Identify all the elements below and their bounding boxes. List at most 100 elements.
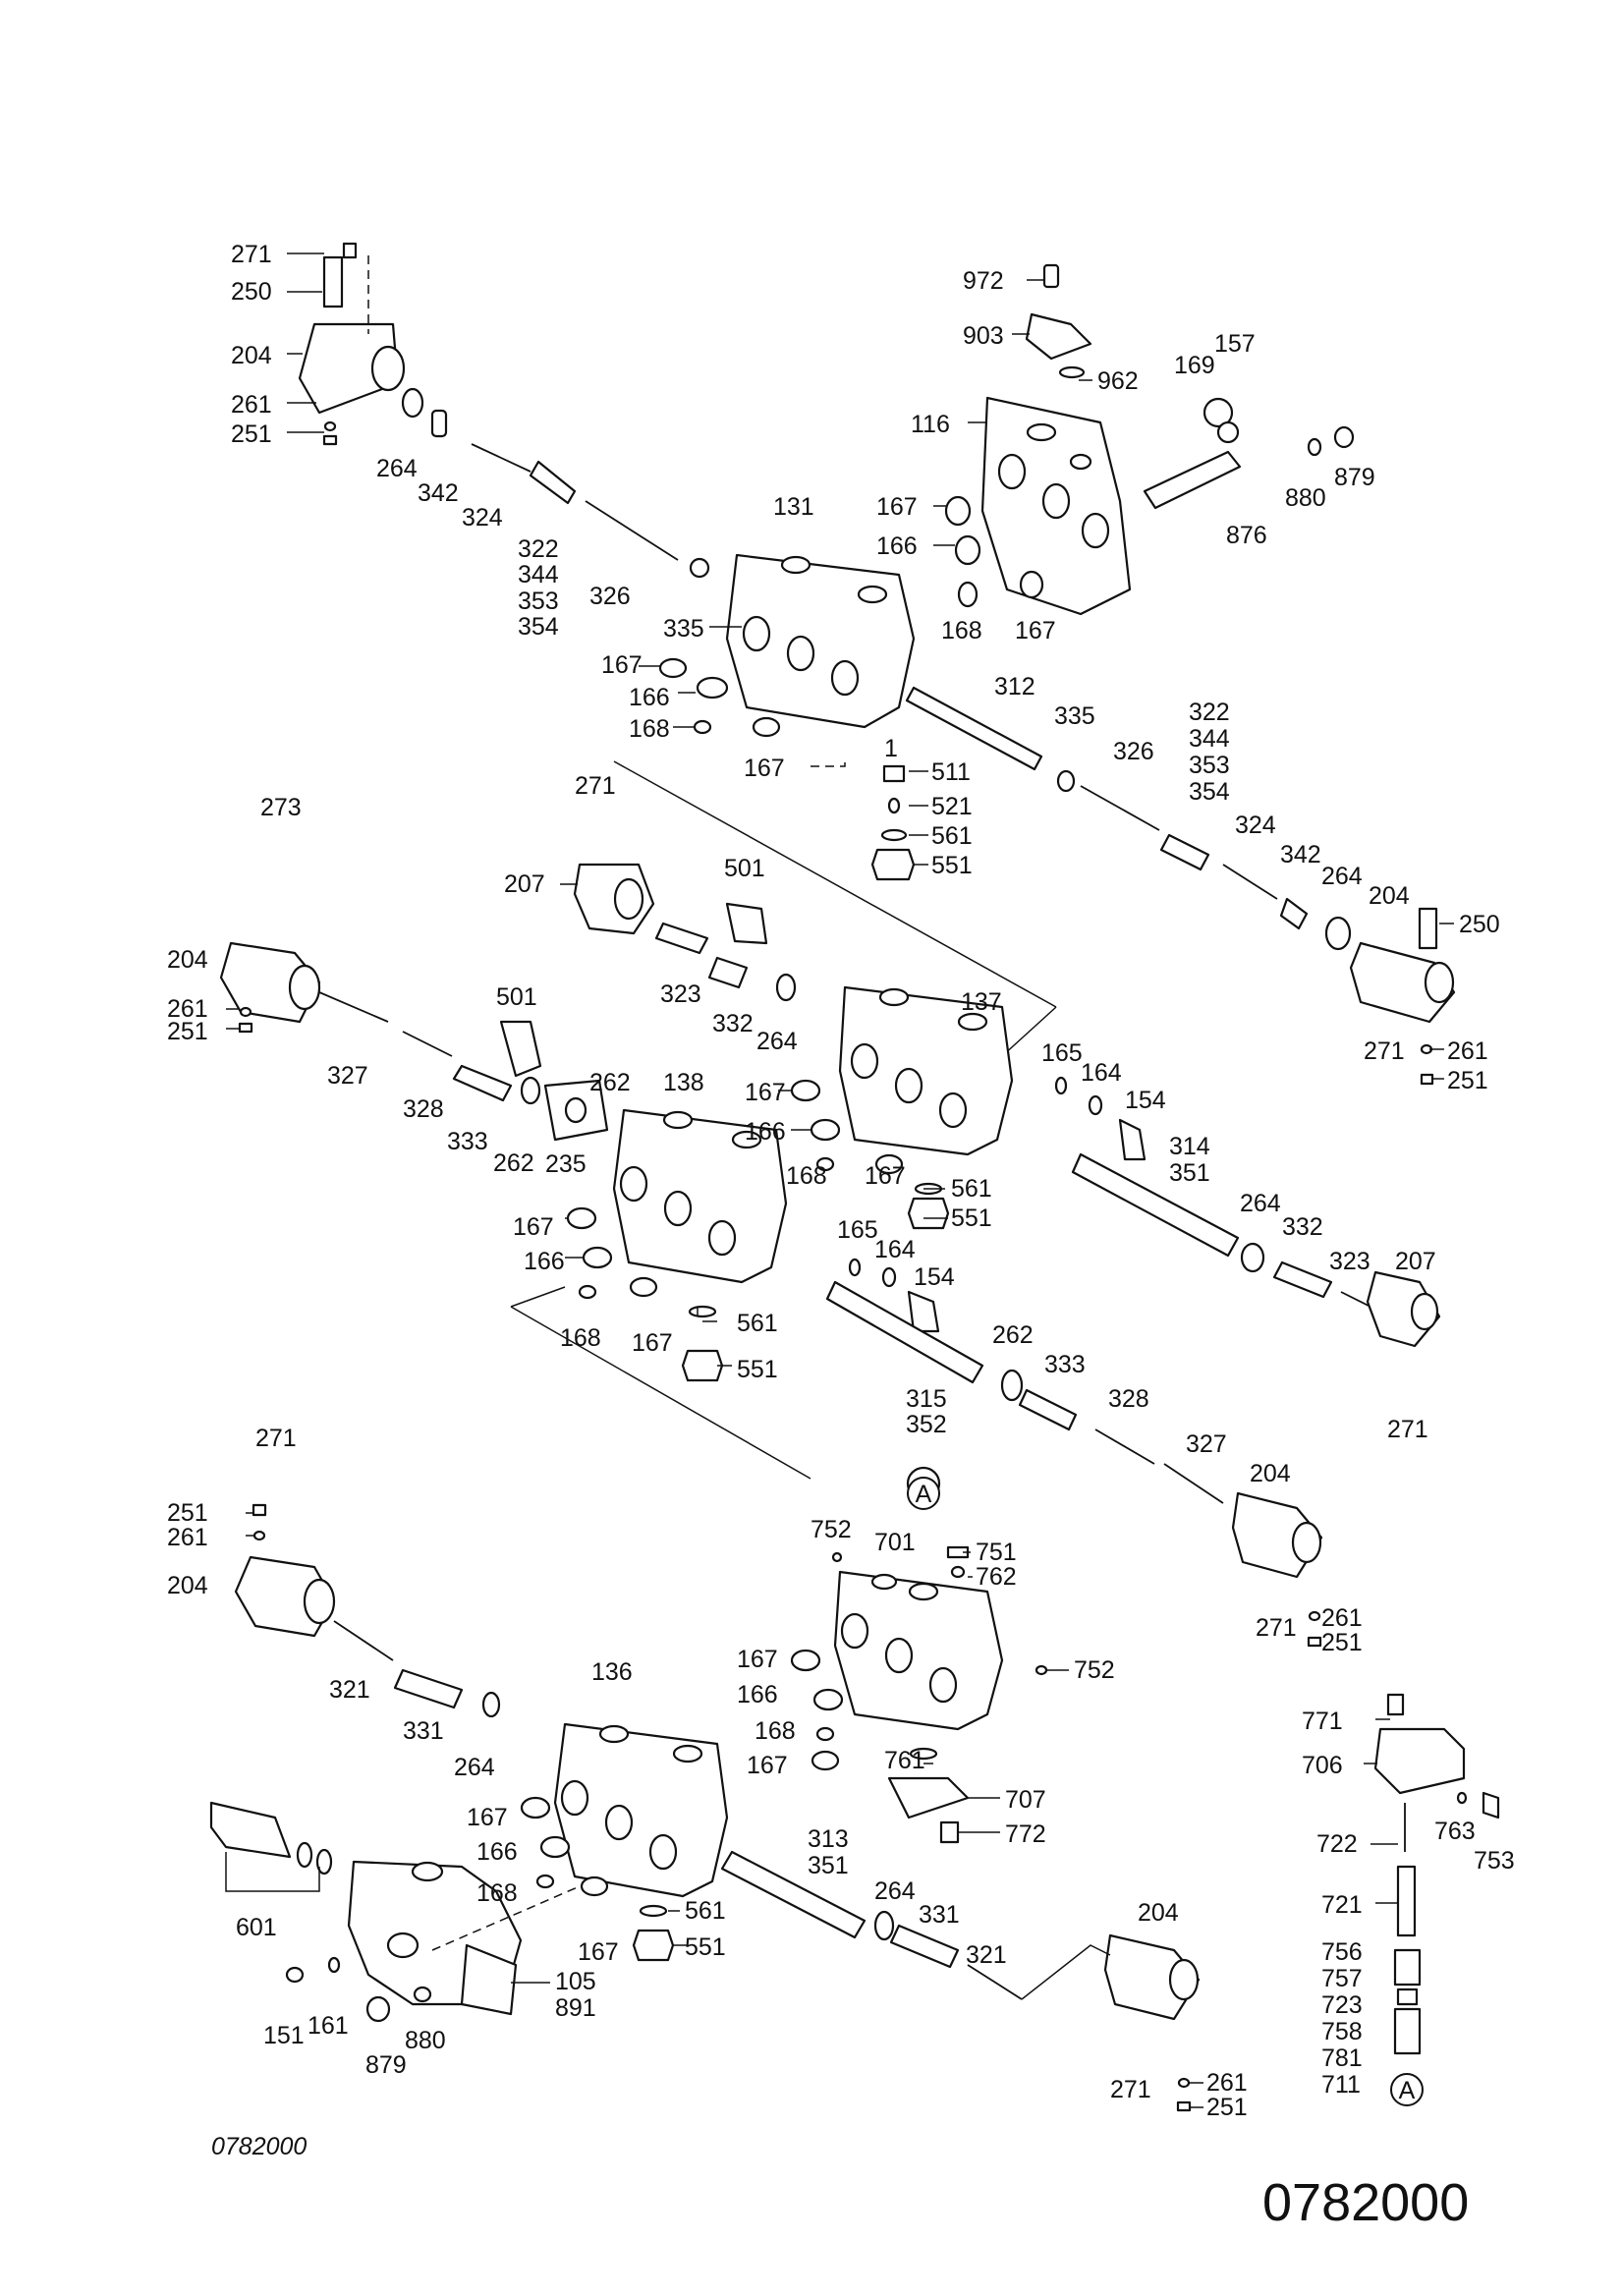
label-261: 261 (231, 391, 272, 419)
label-165: 165 (1041, 1039, 1083, 1067)
label-204: 204 (167, 1572, 208, 1599)
label-262: 262 (992, 1321, 1034, 1349)
label-271: 271 (1256, 1614, 1297, 1642)
label-166: 166 (737, 1681, 778, 1708)
guide-line (613, 760, 1057, 1008)
label-757: 757 (1321, 1965, 1363, 1992)
left-cap-204-bottom (234, 1503, 336, 1638)
left-cap-204-mid (219, 941, 321, 1034)
label-273: 273 (260, 794, 302, 821)
label-751: 751 (976, 1539, 1017, 1566)
label-204: 204 (1138, 1899, 1179, 1927)
label-136: 136 (591, 1658, 633, 1686)
label-781: 781 (1321, 2044, 1363, 2072)
label-204: 204 (1250, 1460, 1291, 1487)
label-752: 752 (1074, 1656, 1115, 1684)
spool-315-group (825, 1280, 1224, 1504)
label-333: 333 (1044, 1351, 1086, 1378)
label-271: 271 (1387, 1416, 1428, 1443)
label-761: 761 (884, 1747, 925, 1774)
label-551: 551 (737, 1356, 778, 1383)
label-204: 204 (231, 342, 272, 369)
label-328: 328 (403, 1095, 444, 1123)
label-204: 204 (1369, 882, 1410, 910)
label-511: 511 (931, 758, 971, 786)
label-167: 167 (865, 1162, 906, 1190)
body-137 (790, 985, 1147, 1230)
label-354: 354 (1189, 778, 1230, 806)
label-264: 264 (376, 455, 418, 482)
label-315: 315 (906, 1385, 947, 1413)
label-261: 261 (1321, 1604, 1363, 1632)
label-250: 250 (1459, 911, 1500, 938)
label-880: 880 (1285, 484, 1326, 512)
right-cap-204-mid (1231, 1491, 1323, 1648)
label-332: 332 (712, 1010, 754, 1037)
part-501-left (499, 1020, 542, 1078)
relief-706-group (1373, 1693, 1500, 2055)
callout-a-top-text: A (916, 1481, 932, 1508)
label-271: 271 (231, 241, 272, 268)
label-251: 251 (1447, 1067, 1488, 1094)
label-168: 168 (786, 1162, 827, 1190)
label-264: 264 (1321, 863, 1363, 890)
label-168: 168 (560, 1324, 601, 1352)
right-cap-204-bottom (1103, 1933, 1201, 2112)
label-331: 331 (919, 1901, 960, 1929)
label-251: 251 (1321, 1629, 1363, 1656)
leader-lines (226, 252, 1454, 2108)
label-207: 207 (504, 870, 545, 898)
spool-313-group (720, 1850, 1023, 2000)
label-723: 723 (1321, 1991, 1363, 2019)
spool-314-group (1071, 1152, 1441, 1348)
guide-line (510, 1306, 811, 1480)
label-166: 166 (876, 532, 918, 560)
label-164: 164 (1081, 1059, 1122, 1087)
label-167: 167 (513, 1213, 554, 1241)
label-561: 561 (931, 822, 973, 850)
label-335: 335 (1054, 702, 1095, 730)
label-262: 262 (493, 1149, 534, 1177)
label-166: 166 (629, 684, 670, 711)
label-342: 342 (1280, 841, 1321, 868)
label-137: 137 (961, 988, 1002, 1016)
body-701 (790, 1466, 1048, 1771)
label-261: 261 (167, 995, 208, 1023)
callout-a-bottom: A (1390, 2073, 1424, 2106)
label-264: 264 (756, 1028, 798, 1055)
label-601: 601 (236, 1914, 277, 1941)
label-962: 962 (1097, 367, 1139, 395)
part-235 (543, 1079, 609, 1142)
label-1: 1 (884, 735, 898, 762)
label-758: 758 (1321, 2018, 1363, 2045)
label-251: 251 (167, 1018, 208, 1045)
label-706: 706 (1302, 1752, 1343, 1779)
label-328: 328 (1108, 1385, 1149, 1413)
label-324: 324 (1235, 812, 1276, 839)
label-707: 707 (1005, 1786, 1046, 1814)
spring-323-group (654, 902, 797, 1002)
label-551: 551 (685, 1933, 726, 1961)
label-351: 351 (1169, 1159, 1210, 1187)
label-351: 351 (808, 1852, 849, 1879)
label-721: 721 (1321, 1891, 1363, 1919)
label-204: 204 (167, 946, 208, 974)
label-312: 312 (994, 673, 1035, 700)
label-762: 762 (976, 1563, 1017, 1591)
right-cap-204-top (1349, 907, 1456, 1086)
label-771: 771 (1302, 1708, 1343, 1735)
label-167: 167 (601, 651, 643, 679)
label-167: 167 (1015, 617, 1056, 644)
label-261: 261 (1206, 2069, 1248, 2097)
label-880: 880 (405, 2027, 446, 2054)
label-271: 271 (1110, 2076, 1151, 2103)
label-251: 251 (1206, 2094, 1248, 2121)
label-972: 972 (963, 267, 1004, 295)
guide-line (1021, 1944, 1111, 2000)
label-333: 333 (447, 1128, 488, 1155)
label-167: 167 (876, 493, 918, 521)
label-551: 551 (931, 852, 973, 879)
part-labels: 271 250 204 261 251 264 342 324 322 344 … (167, 241, 1515, 2232)
label-711: 711 (1321, 2071, 1361, 2099)
